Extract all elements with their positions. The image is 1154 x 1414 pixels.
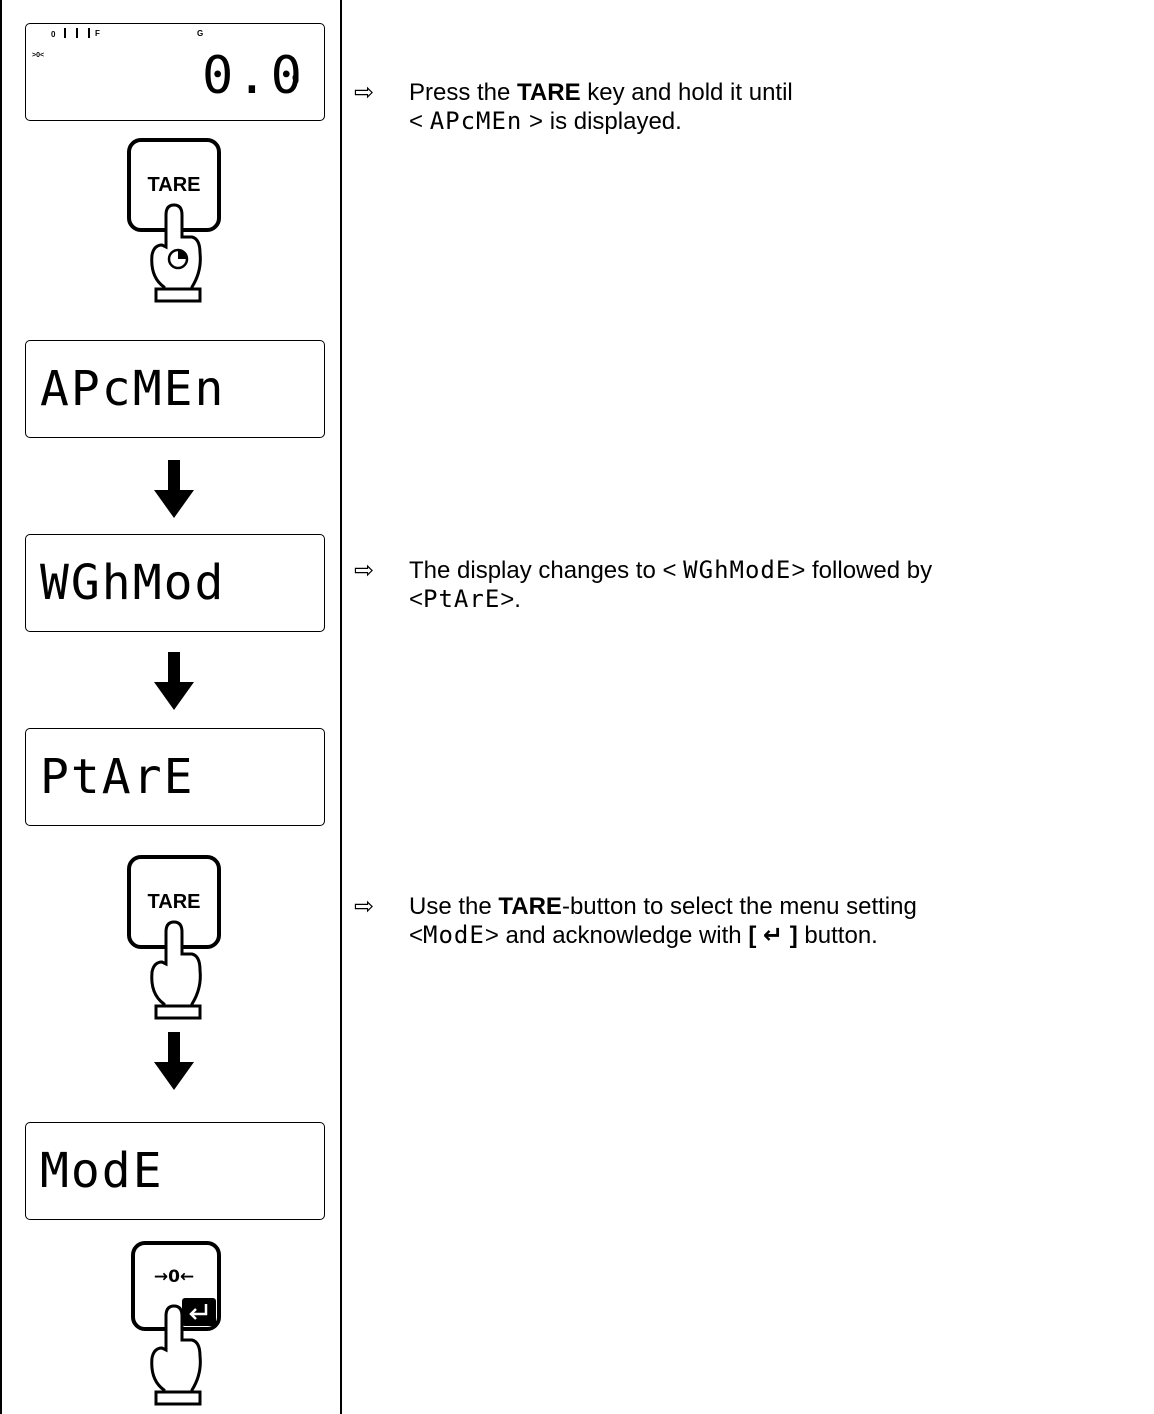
tare-key-press: TARE	[127, 855, 221, 1020]
wghmod-display: WGhMod	[25, 534, 325, 632]
ptare-text: PtArE	[40, 749, 195, 805]
zero-enter-key-press: →0←	[131, 1241, 221, 1406]
mode-display: ModE	[25, 1122, 325, 1220]
tare-key-ref: TARE	[498, 893, 562, 920]
display-code: PtArE	[423, 585, 501, 613]
indicator-g: G	[197, 29, 204, 38]
step-3-text: Use the TARE-button to select the menu s…	[409, 893, 917, 949]
down-arrow-icon	[154, 652, 194, 710]
tare-key-long-press: TARE	[127, 138, 221, 303]
weight-display: 0 F G >0< 0.0 g	[25, 23, 325, 121]
arrow-bullet-icon: ⇨	[354, 557, 375, 584]
zero-key-label: →0←	[154, 1267, 194, 1287]
arrow-bullet-icon: ⇨	[354, 79, 375, 106]
weight-unit: g	[292, 70, 300, 84]
down-arrow-icon	[154, 460, 194, 518]
stable-mark-icon: >0<	[32, 52, 45, 59]
mode-text: ModE	[40, 1143, 164, 1199]
weight-value: 0.0	[202, 46, 305, 106]
apcmen-display: APcMEn	[25, 340, 325, 438]
indicator-f: F	[95, 29, 100, 38]
indicator-zero: 0	[51, 30, 56, 39]
down-arrow-icon	[154, 1032, 194, 1090]
display-code: WGhModE	[683, 556, 792, 584]
arrow-bullet-icon: ⇨	[354, 893, 375, 920]
ptare-display: PtArE	[25, 728, 325, 826]
step-2-text: The display changes to < WGhModE> follow…	[409, 556, 933, 613]
tare-key-ref: TARE	[517, 79, 581, 106]
tare-key-label-1: TARE	[148, 174, 201, 196]
tare-key-label-2: TARE	[148, 891, 201, 913]
apcmen-text: APcMEn	[40, 361, 226, 417]
enter-key-ref: [ ↵ ]	[748, 922, 798, 949]
step-1-text: Press the TARE key and hold it until < A…	[409, 79, 793, 135]
display-code: ModE	[423, 921, 485, 949]
display-code: APcMEn	[429, 107, 523, 135]
illustration-column: 0 F G >0< 0.0 g TARE APcMEn WGhMod	[0, 0, 342, 1414]
wghmod-text: WGhMod	[40, 555, 226, 611]
